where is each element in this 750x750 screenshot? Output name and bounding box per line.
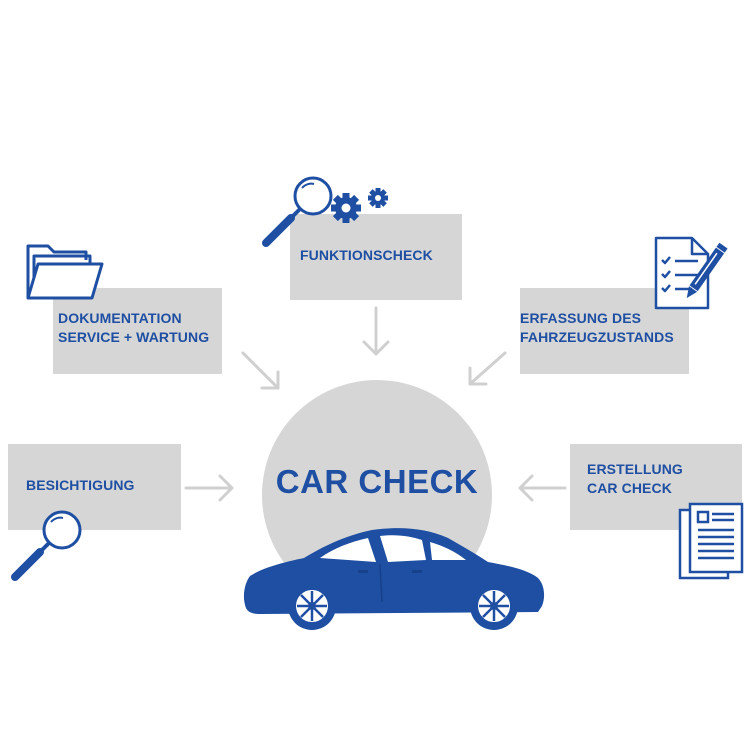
node-label-besichtigung: BESICHTIGUNG — [26, 477, 135, 493]
magnifier-icon — [11, 510, 82, 581]
node-label-dokumentation-2: SERVICE + WARTUNG — [58, 329, 210, 345]
checklist-pen-icon — [654, 236, 728, 310]
arrow-besichtigung — [184, 474, 234, 502]
node-box-funktionscheck — [290, 214, 462, 300]
arrow-dokumentation — [241, 351, 280, 390]
node-box-dokumentation — [53, 288, 222, 374]
arrow-erfassung — [468, 351, 507, 386]
folder-icon — [26, 244, 104, 300]
documents-icon — [678, 502, 744, 580]
node-label-erfassung-2: FAHRZEUGZUSTANDS — [520, 329, 674, 345]
node-label-erfassung-1: ERFASSUNG DES — [520, 310, 642, 326]
arrow-funktionscheck — [362, 306, 390, 356]
car-icon — [243, 528, 545, 630]
arrow-erstellung — [518, 474, 567, 502]
node-box-besichtigung — [8, 444, 181, 530]
center-title: CAR CHECK — [275, 463, 479, 500]
node-label-erstellung-1: ERSTELLUNG — [587, 461, 683, 477]
node-label-erstellung-2: CAR CHECK — [587, 480, 672, 496]
magnifier-gears-icon — [262, 176, 388, 247]
node-label-dokumentation-1: DOKUMENTATION — [58, 310, 182, 326]
node-label-funktionscheck: FUNKTIONSCHECK — [300, 247, 433, 263]
